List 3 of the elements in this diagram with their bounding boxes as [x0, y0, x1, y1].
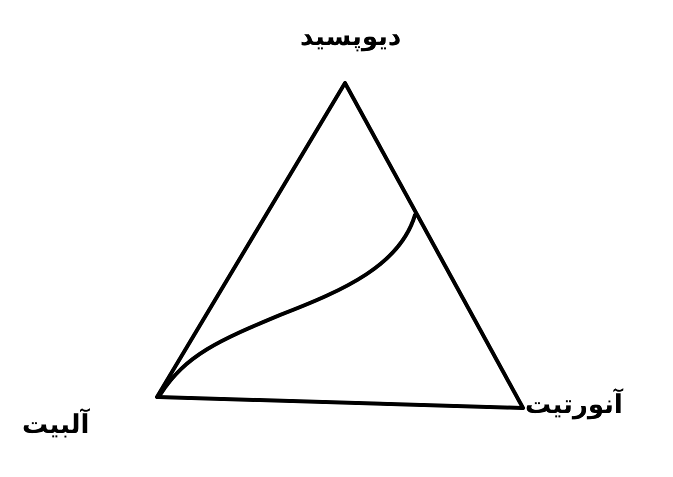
vertex-label: آنورتیت — [525, 390, 623, 422]
vertex-label: آلبیت — [22, 410, 90, 442]
vertex-label: دیوپسید — [300, 22, 402, 54]
